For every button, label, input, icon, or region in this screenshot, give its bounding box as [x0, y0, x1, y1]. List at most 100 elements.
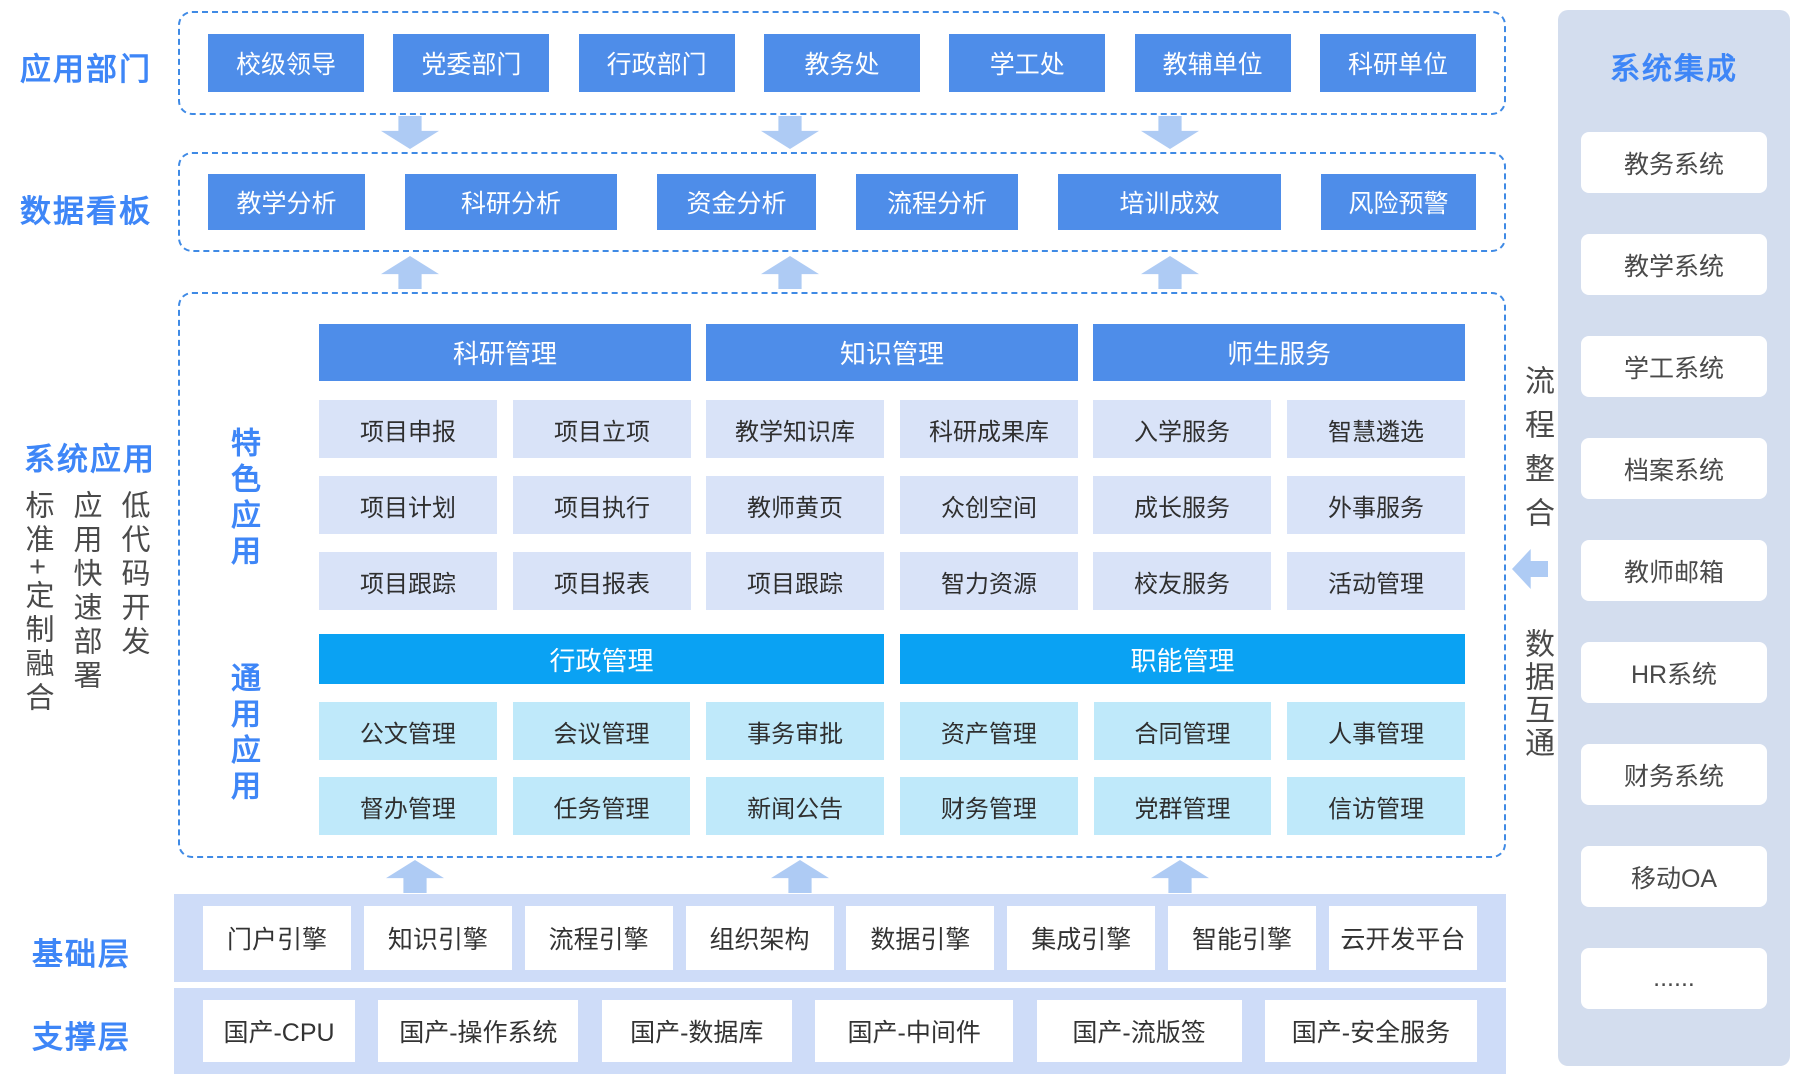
app-item: 智慧遴选 [1287, 400, 1465, 458]
group-administrative-mgmt: 行政管理 公文管理 会议管理 事务审批 督办管理 任务管理 新闻公告 [319, 634, 884, 835]
note-standard-custom-fusion: 标准+定制融合 [21, 490, 53, 716]
group-items: 资产管理 合同管理 人事管理 财务管理 党群管理 信访管理 [900, 702, 1465, 835]
app-item: 任务管理 [512, 777, 691, 835]
domestic-tech-box: 国产-安全服务 [1264, 1000, 1477, 1062]
integration-system-box: 移动OA [1581, 846, 1767, 907]
arrow-up-icon [1151, 860, 1209, 893]
system-integration-panel: 系统集成 教务系统 教学系统 学工系统 档案系统 教师邮箱 HR系统 财务系统 … [1558, 10, 1790, 1066]
dept-box: 教务处 [763, 34, 920, 92]
arrow-up-icon [386, 860, 444, 893]
domestic-tech-box: 国产-流版签 [1036, 1000, 1242, 1062]
group-header: 知识管理 [706, 324, 1078, 381]
arrow-down-icon [761, 116, 819, 149]
dept-box: 学工处 [949, 34, 1106, 92]
integration-system-box: 教师邮箱 [1581, 540, 1767, 601]
dashboard-box: 风险预警 [1321, 174, 1476, 230]
dashboard-box: 教学分析 [208, 174, 365, 230]
label-data-dashboard: 数据看板 [20, 194, 152, 229]
label-foundation-layer: 基础层 [32, 937, 131, 972]
group-faculty-student-services: 师生服务 入学服务 智慧遴选 成长服务 外事服务 校友服务 活动管理 [1093, 324, 1465, 610]
app-item: 项目执行 [513, 476, 691, 534]
app-item: 资产管理 [900, 702, 1078, 760]
label-general-apps: 通用应用 [226, 662, 259, 806]
connector-process-integration: 流程整合 [1520, 365, 1553, 541]
app-item: 督办管理 [319, 777, 497, 835]
integration-system-box: 教务系统 [1581, 132, 1767, 193]
special-apps-groups: 科研管理 项目申报 项目立项 项目计划 项目执行 项目跟踪 项目报表 知识管理 … [319, 324, 1465, 610]
arrow-down-icon [381, 116, 439, 149]
data-dashboard-container: 教学分析 科研分析 资金分析 流程分析 培训成效 风险预警 [178, 152, 1506, 252]
app-item: 科研成果库 [900, 400, 1078, 458]
app-item: 项目申报 [319, 400, 497, 458]
app-item: 财务管理 [900, 777, 1078, 835]
integration-system-box: 财务系统 [1581, 744, 1767, 805]
dept-box: 科研单位 [1319, 34, 1476, 92]
system-apps-container: 特色应用 通用应用 科研管理 项目申报 项目立项 项目计划 项目执行 项目跟踪 … [178, 292, 1506, 858]
integration-system-box: HR系统 [1581, 642, 1767, 703]
dashboard-box: 科研分析 [405, 174, 617, 230]
panel-title: 系统集成 [1610, 53, 1738, 86]
engine-box: 数据引擎 [846, 906, 995, 970]
app-item: 项目计划 [319, 476, 497, 534]
dashboard-box: 培训成效 [1058, 174, 1281, 230]
dept-box: 行政部门 [578, 34, 735, 92]
app-item: 教学知识库 [706, 400, 884, 458]
group-items: 入学服务 智慧遴选 成长服务 外事服务 校友服务 活动管理 [1093, 400, 1465, 610]
app-item: 项目报表 [513, 552, 691, 610]
group-knowledge-mgmt: 知识管理 教学知识库 科研成果库 教师黄页 众创空间 项目跟踪 智力资源 [706, 324, 1078, 610]
arrow-down-icon [1141, 116, 1199, 149]
arrow-up-icon [771, 860, 829, 893]
engine-box: 流程引擎 [524, 906, 673, 970]
group-functional-mgmt: 职能管理 资产管理 合同管理 人事管理 财务管理 党群管理 信访管理 [900, 634, 1465, 835]
app-item: 入学服务 [1093, 400, 1271, 458]
arrow-up-icon [1141, 256, 1199, 289]
engine-box: 云开发平台 [1328, 906, 1477, 970]
group-research-mgmt: 科研管理 项目申报 项目立项 项目计划 项目执行 项目跟踪 项目报表 [319, 324, 691, 610]
app-item: 教师黄页 [706, 476, 884, 534]
group-header: 职能管理 [900, 634, 1465, 684]
app-item: 事务审批 [706, 702, 884, 760]
app-item: 智力资源 [900, 552, 1078, 610]
engine-box: 智能引擎 [1168, 906, 1317, 970]
app-item: 外事服务 [1287, 476, 1465, 534]
arrow-up-icon [381, 256, 439, 289]
group-header: 科研管理 [319, 324, 691, 381]
app-item: 项目跟踪 [706, 552, 884, 610]
arrow-up-icon [761, 256, 819, 289]
domestic-tech-box: 国产-中间件 [815, 1000, 1014, 1062]
app-item: 校友服务 [1093, 552, 1271, 610]
engine-box: 门户引擎 [203, 906, 351, 970]
support-layer-strip: 国产-CPU 国产-操作系统 国产-数据库 国产-中间件 国产-流版签 国产-安… [174, 988, 1506, 1074]
group-header: 师生服务 [1093, 324, 1465, 381]
foundation-layer-strip: 门户引擎 知识引擎 流程引擎 组织架构 数据引擎 集成引擎 智能引擎 云开发平台 [174, 894, 1506, 982]
arrow-left-icon [1512, 549, 1548, 589]
integration-system-box: 档案系统 [1581, 438, 1767, 499]
panel-items: 教务系统 教学系统 学工系统 档案系统 教师邮箱 HR系统 财务系统 移动OA … [1581, 132, 1767, 1009]
app-item: 信访管理 [1287, 777, 1465, 835]
app-item: 活动管理 [1287, 552, 1465, 610]
group-items: 公文管理 会议管理 事务审批 督办管理 任务管理 新闻公告 [319, 702, 884, 835]
domestic-tech-box: 国产-数据库 [601, 1000, 792, 1062]
connector-data-interchange: 数据互通 [1520, 628, 1553, 760]
general-apps-groups: 行政管理 公文管理 会议管理 事务审批 督办管理 任务管理 新闻公告 职能管理 … [319, 634, 1465, 835]
app-item: 人事管理 [1287, 702, 1465, 760]
app-item: 项目跟踪 [319, 552, 497, 610]
dept-box: 校级领导 [208, 34, 364, 92]
app-departments-container: 校级领导 党委部门 行政部门 教务处 学工处 教辅单位 科研单位 [178, 11, 1506, 115]
app-item: 会议管理 [512, 702, 691, 760]
engine-box: 集成引擎 [1007, 906, 1156, 970]
engine-box: 组织架构 [685, 906, 834, 970]
dept-box: 党委部门 [393, 34, 550, 92]
group-items: 项目申报 项目立项 项目计划 项目执行 项目跟踪 项目报表 [319, 400, 691, 610]
integration-system-box: 教学系统 [1581, 234, 1767, 295]
group-items: 教学知识库 科研成果库 教师黄页 众创空间 项目跟踪 智力资源 [706, 400, 1078, 610]
app-item: 成长服务 [1093, 476, 1271, 534]
label-system-apps: 系统应用 [24, 442, 156, 477]
label-special-apps: 特色应用 [226, 427, 259, 571]
dept-box: 教辅单位 [1134, 34, 1291, 92]
app-item: 合同管理 [1093, 702, 1272, 760]
dashboard-box: 流程分析 [856, 174, 1018, 230]
integration-system-box-ellipsis: ...... [1581, 948, 1767, 1009]
note-rapid-deployment: 应用快速部署 [69, 490, 101, 694]
